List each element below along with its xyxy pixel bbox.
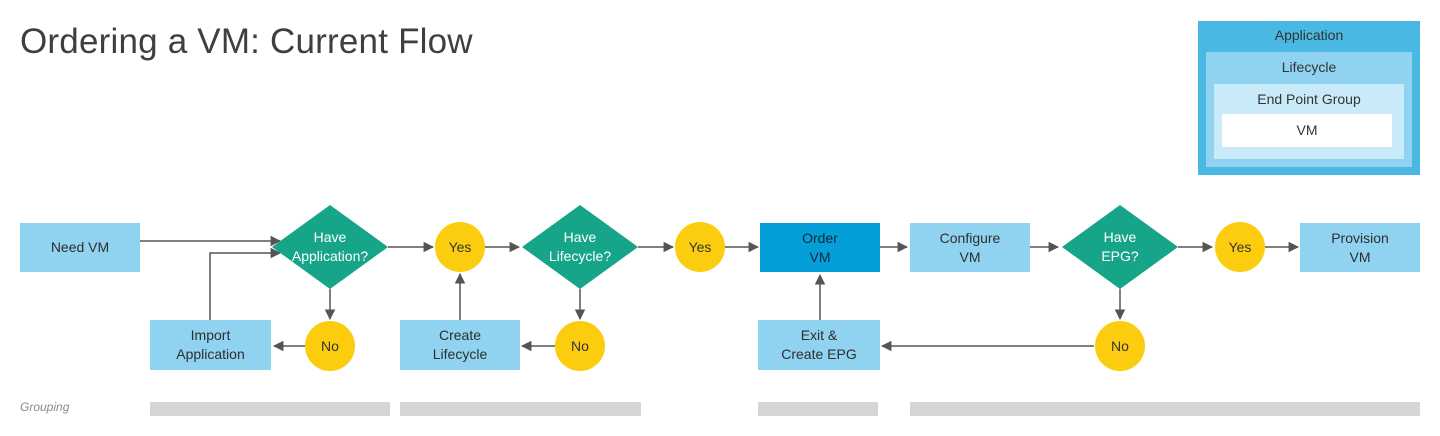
yes-circle-lifecycle: Yes <box>675 222 725 272</box>
yes-circle-epg: Yes <box>1215 222 1265 272</box>
grouping-bar-order <box>758 402 878 416</box>
step-create-lifecycle: Create Lifecycle <box>400 320 520 370</box>
step-need-vm: Need VM <box>20 223 140 272</box>
diamond-have-application <box>272 205 388 289</box>
legend-lifecycle-label: Lifecycle <box>1281 59 1337 75</box>
step-exit-create-epg: Exit & Create EPG <box>758 320 880 370</box>
step-configure-vm: Configure VM <box>910 223 1030 272</box>
legend-lifecycle: Lifecycle End Point Group VM <box>1206 52 1412 167</box>
no-circle-lifecycle: No <box>555 321 605 371</box>
page-title: Ordering a VM: Current Flow <box>20 22 473 61</box>
grouping-bar-epg <box>910 402 1420 416</box>
decision-have-epg-label: Have EPG? <box>1101 229 1139 264</box>
legend-vm-label: VM <box>1296 122 1318 138</box>
yes-circle-application: Yes <box>435 222 485 272</box>
diamond-have-lifecycle <box>522 205 638 289</box>
legend-vm: VM <box>1222 114 1392 147</box>
step-import-application: Import Application <box>150 320 271 370</box>
no-circle-application: No <box>305 321 355 371</box>
legend-application: Application Lifecycle End Point Group VM <box>1198 21 1420 175</box>
legend-epg-label: End Point Group <box>1257 91 1361 107</box>
decision-have-lifecycle-label: Have Lifecycle? <box>548 229 612 264</box>
no-circle-epg: No <box>1095 321 1145 371</box>
diamond-have-epg <box>1062 205 1178 289</box>
legend-end-point-group: End Point Group VM <box>1214 84 1404 159</box>
connector-import-to-application <box>209 247 282 320</box>
step-provision-vm: Provision VM <box>1300 223 1420 272</box>
legend-application-label: Application <box>1274 27 1344 43</box>
grouping-label: Grouping <box>20 400 70 414</box>
decision-have-application-label: Have Application? <box>291 229 369 264</box>
step-order-vm: Order VM <box>760 223 880 272</box>
grouping-bar-lifecycle <box>400 402 641 416</box>
grouping-bar-application <box>150 402 390 416</box>
